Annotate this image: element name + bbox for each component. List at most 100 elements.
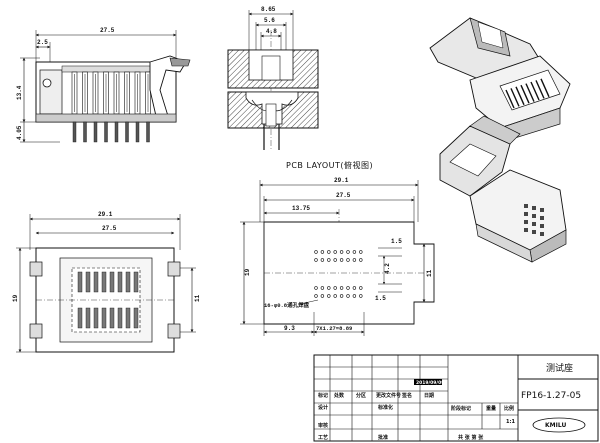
- pcb-pad: [314, 250, 318, 254]
- side-pin: [114, 121, 119, 143]
- iso-closed-contact: [540, 208, 544, 212]
- iso-closed-contact: [532, 222, 536, 226]
- iso-closed-contact: [524, 228, 528, 232]
- tb-standard: 标准化: [377, 404, 393, 411]
- layout-x-pins-label: 7X1.27=8.89: [316, 325, 352, 332]
- layout-pitch-top-label: 1.5: [391, 238, 402, 245]
- pcb-pad: [314, 258, 318, 262]
- iso-closed-contact: [540, 224, 544, 228]
- pcb-pad: [352, 286, 357, 290]
- bottom-pin-bottom-row: [101, 307, 107, 329]
- tb-review: 审核: [318, 422, 328, 429]
- iso-open-contact: [520, 84, 530, 104]
- tb-stage-mark: 阶段标记: [451, 405, 471, 412]
- pcb-layout-view: PCB LAYOUT(俯视图) 29.1 27.5 13.75 19 11 1.…: [240, 160, 435, 336]
- iso-open-contact: [540, 78, 550, 98]
- tb-approve: 批准: [378, 434, 388, 441]
- bottom-pin-bottom-row: [125, 307, 131, 329]
- date-box: [414, 379, 442, 385]
- layout-outer-width-label: 29.1: [334, 177, 349, 184]
- hdr-zone: 分区: [356, 392, 366, 399]
- layout-x-left-label: 9.3: [284, 325, 295, 332]
- pcb-pad: [314, 286, 318, 290]
- bottom-view: 29.1 27.5 19 11: [12, 211, 201, 353]
- iso-open-contact: [510, 88, 520, 107]
- pcb-pad: [320, 258, 325, 262]
- pcb-pad: [339, 286, 344, 290]
- bottom-pin-bottom-row: [77, 307, 83, 329]
- layout-pitch-mid-label: 4.2: [384, 263, 391, 274]
- pcb-pad: [339, 258, 344, 262]
- iso-closed-contact: [532, 230, 536, 234]
- layout-half-width-label: 13.75: [292, 205, 310, 212]
- iso-closed-contact: [524, 204, 528, 208]
- hdr-sign: 签名: [401, 392, 412, 399]
- side-offset-label: 2.5: [37, 39, 48, 46]
- pcb-pad: [320, 286, 325, 290]
- pcb-pad: [327, 286, 331, 290]
- pcb-pad: [359, 294, 363, 298]
- bottom-height-left-label: 19: [12, 294, 19, 302]
- layout-height-right-label: 11: [426, 269, 433, 277]
- tb-process: 工艺: [318, 434, 328, 441]
- iso-open-contact: [530, 81, 540, 101]
- tb-scale: 1:1: [506, 419, 515, 425]
- pcb-pad: [352, 258, 357, 262]
- pcb-pad: [320, 294, 325, 298]
- bottom-pin-top-row: [93, 271, 99, 293]
- pcb-pad: [339, 250, 344, 254]
- pcb-pad: [352, 250, 357, 254]
- section-view: 8.65 5.6 4.8: [227, 6, 319, 150]
- product-name: 测试座: [546, 362, 573, 374]
- side-height-label: 13.4: [16, 85, 23, 100]
- side-pin: [104, 121, 108, 143]
- hdr-date: 日期: [424, 392, 434, 399]
- pcb-pad: [359, 258, 363, 262]
- pcb-pad: [359, 250, 363, 254]
- iso-closed-contact: [524, 212, 528, 216]
- side-width-label: 27.5: [100, 27, 115, 34]
- section-w1-label: 8.65: [261, 6, 276, 13]
- pcb-pad: [314, 294, 318, 298]
- pcb-pad: [346, 286, 350, 290]
- iso-open-contact: [535, 80, 545, 99]
- pcb-pad: [359, 286, 363, 290]
- bottom-height-right-label: 11: [194, 294, 201, 302]
- bottom-pin-top-row: [77, 271, 83, 293]
- pcb-pad: [333, 294, 337, 298]
- side-contacts: [71, 71, 151, 115]
- pcb-layout-caption: PCB LAYOUT(俯视图): [286, 160, 373, 170]
- bottom-pin-top-row: [133, 271, 139, 293]
- bottom-pin-bottom-row: [93, 307, 99, 329]
- hdr-mark: 标记: [317, 392, 328, 399]
- tb-ratio: 比例: [504, 405, 514, 412]
- bottom-inner-width-label: 27.5: [102, 225, 117, 232]
- side-pin: [135, 121, 140, 143]
- bottom-pin-bottom-row: [133, 307, 139, 329]
- hdr-count: 处数: [333, 392, 345, 399]
- layout-pad-note: 16-φ0.8通孔焊盘: [264, 301, 310, 309]
- side-pin: [125, 121, 129, 143]
- bottom-pin-top-row: [85, 271, 91, 293]
- pcb-pad: [327, 250, 331, 254]
- bottom-outer-width-label: 29.1: [98, 211, 113, 218]
- bottom-pin-top-row: [101, 271, 107, 293]
- side-pin: [72, 121, 77, 143]
- section-w3-label: 4.8: [266, 28, 277, 35]
- pcb-pad: [339, 294, 344, 298]
- iso-closed-contact: [540, 232, 544, 236]
- part-number: FP16-1.27-05: [521, 391, 581, 401]
- bottom-pin-top-row: [117, 271, 123, 293]
- pcb-pad: [333, 250, 337, 254]
- pcb-pad: [333, 258, 337, 262]
- pcb-pad: [352, 294, 357, 298]
- company-logo: KMILU: [532, 417, 586, 433]
- pcb-pad: [346, 258, 350, 262]
- iso-open-contact: [505, 89, 515, 109]
- pcb-pad: [327, 258, 331, 262]
- bottom-pin-top-row: [125, 271, 131, 293]
- logo-text: KMILU: [545, 422, 566, 429]
- bottom-pin-bottom-row: [85, 307, 91, 329]
- bottom-pin-bottom-row: [117, 307, 123, 329]
